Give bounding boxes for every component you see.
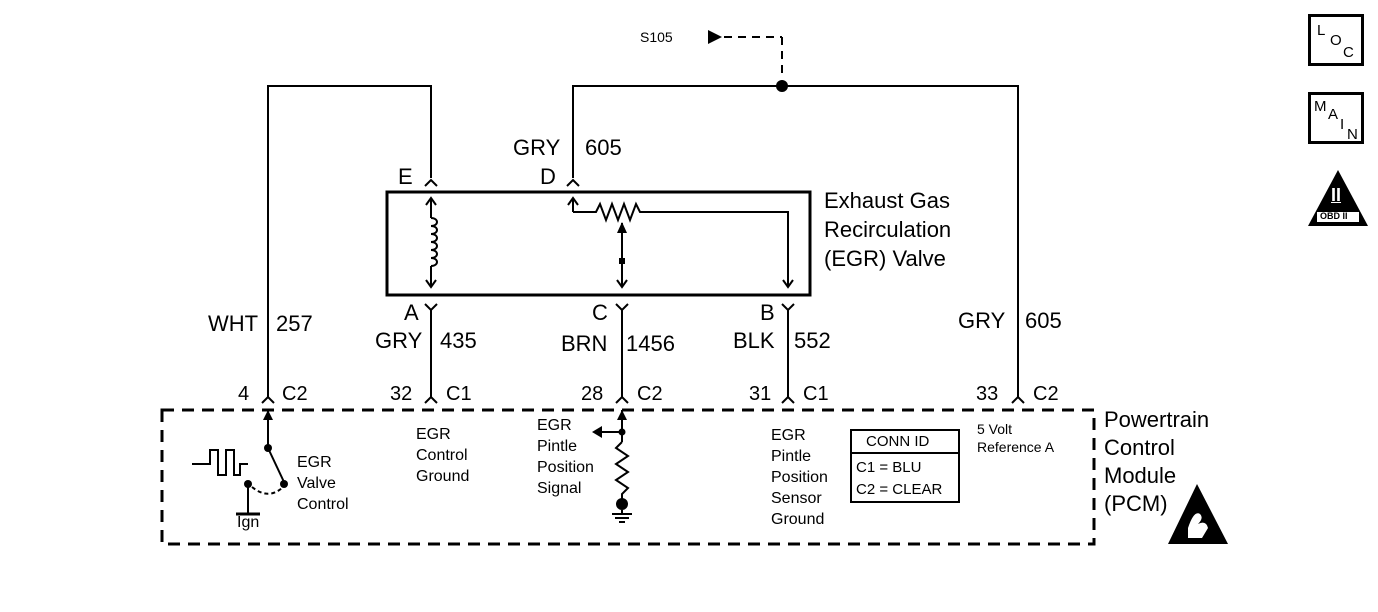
wire-605 (572, 85, 1019, 397)
egr-valve-title-2: Recirculation (824, 217, 952, 242)
splice-arrow (708, 30, 722, 44)
five-volt-reference-label: 5 Volt Reference A (977, 421, 1055, 455)
pcm-pin-28-conn: C2 (637, 383, 663, 405)
egr-pintle-sensor-ground-label: EGR Pintle Position Sensor Ground (771, 427, 828, 528)
ign-label: Ign (237, 514, 260, 531)
splice-label: S105 (640, 29, 673, 45)
pwm-waveform (192, 449, 248, 476)
main-icon[interactable]: M A I N (1308, 92, 1364, 144)
wire-1456-circuit: 1456 (626, 331, 675, 356)
wire-605-right-color: GRY (958, 308, 1006, 333)
pcm-pin-4-conn: C2 (282, 383, 308, 405)
egr-valve-control-label: EGR Valve Control (297, 454, 349, 513)
pcm-pin-31-conn: C1 (803, 383, 829, 405)
egr-valve-box (385, 190, 812, 297)
conn-id-title: CONN ID (866, 433, 930, 450)
wire-257-color: WHT (208, 311, 259, 336)
pcm-pin-33-conn: C2 (1033, 383, 1059, 405)
pcm-title-1: Powertrain (1104, 407, 1210, 432)
wire-257 (267, 85, 432, 397)
egr-pintle-position-signal-label: EGR Pintle Position Signal (537, 417, 594, 497)
terminal-d: D (540, 164, 556, 189)
pcm-title-2: Control (1104, 435, 1175, 460)
pcm-box (160, 408, 1096, 546)
obd-numeral: II (1331, 185, 1342, 205)
splice-dot (776, 80, 788, 92)
conn-id-line2: C2 = CLEAR (856, 481, 943, 498)
conn-id-line1: C1 = BLU (856, 459, 922, 476)
wire-605-top-color: GRY (513, 135, 561, 160)
terminal-a: A (404, 300, 419, 325)
wire-605-top-circuit: 605 (585, 135, 622, 160)
wire-605-right-circuit: 605 (1025, 308, 1062, 333)
wire-552-circuit: 552 (794, 328, 831, 353)
obd-label: OBD II (1320, 211, 1348, 221)
wire-435-circuit: 435 (440, 328, 477, 353)
wire-435-color: GRY (375, 328, 423, 353)
egr-control-ground-label: EGR Control Ground (416, 426, 470, 485)
wire-1456-color: BRN (561, 331, 608, 356)
egr-valve-title-3: (EGR) Valve (824, 246, 946, 271)
conn-id-box (850, 429, 960, 503)
terminal-b: B (760, 300, 775, 325)
egr-valve-title-1: Exhaust Gas (824, 188, 950, 213)
pcm-pin-32: 32 (390, 383, 413, 405)
pcm-pin-31: 31 (749, 383, 772, 405)
terminal-e: E (398, 164, 413, 189)
terminal-c: C (592, 300, 608, 325)
pcm-pin-32-conn: C1 (446, 383, 472, 405)
wire-257-circuit: 257 (276, 311, 313, 336)
pcm-title-4: (PCM) (1104, 491, 1168, 516)
pcm-title-3: Module (1104, 463, 1177, 488)
loc-icon[interactable]: L O C (1308, 14, 1364, 66)
wire-552-color: BLK (733, 328, 775, 353)
pcm-pin-4: 4 (238, 383, 250, 405)
pcm-pin-28: 28 (581, 383, 604, 405)
pcm-pin-33: 33 (976, 383, 999, 405)
